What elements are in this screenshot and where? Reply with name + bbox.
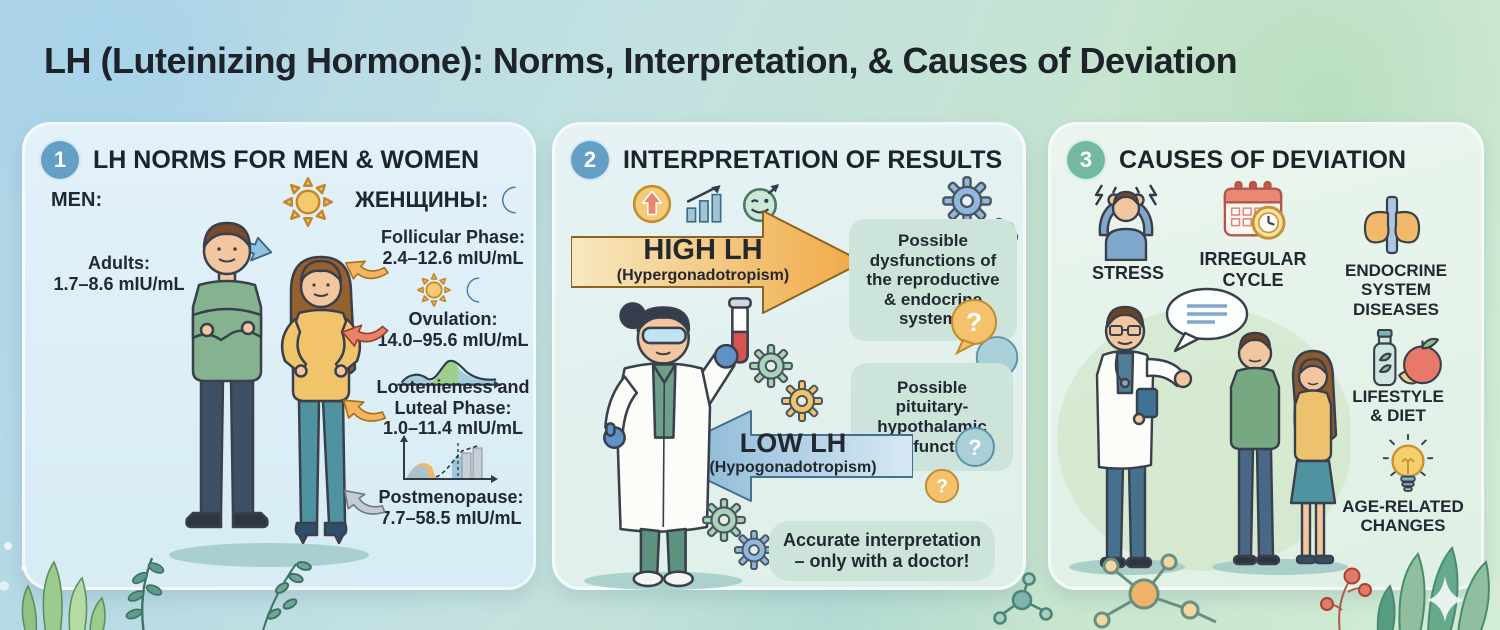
follicular-label: Follicular Phase: <box>380 227 526 247</box>
cause-age-label: AGE-RELATED CHANGES <box>1342 497 1464 536</box>
page-title: LH (Luteinizing Hormone): Norms, Interpr… <box>44 40 1238 81</box>
high-lh-subtitle: (Hypergonadotropism) <box>616 266 790 284</box>
men-adults-norm: Adults: 1.7–8.6 mIU/mL <box>37 253 201 294</box>
luteal-label: Lootenieness and Luteal Phase: <box>376 377 530 418</box>
women-label-row: ЖЕНЩИНЫ: <box>355 185 526 215</box>
cycle-wave-chart-icon <box>397 359 501 389</box>
panel-causes-header: 3 CAUSES OF DEVIATION <box>1065 139 1406 181</box>
postmenopause-value: 7.7–58.5 mIU/mL <box>380 507 522 528</box>
lightbulb-icon <box>1382 434 1434 492</box>
day-night-icons <box>417 273 489 307</box>
ovulation-norm: Ovulation: 14.0–95.6 mIU/mL <box>357 309 549 350</box>
plant-left-decoration <box>0 542 165 630</box>
panel-number-badge: 1 <box>39 139 81 181</box>
luteal-norm: Lootenieness and Luteal Phase: 1.0–11.4 … <box>357 377 549 439</box>
panel-causes: 3 CAUSES OF DEVIATION STRESS <box>1048 122 1484 590</box>
stress-icon <box>1094 184 1158 261</box>
adults-value: 1.7–8.6 mIU/mL <box>53 273 185 294</box>
panel-interpretation-header: 2 INTERPRETATION OF RESULTS <box>569 139 1002 181</box>
adults-label: Adults: <box>88 253 150 273</box>
panel-norms-header: 1 LH NORMS FOR MEN & WOMEN <box>39 139 479 181</box>
high-lh-arrow <box>571 210 864 314</box>
cause-irregular-cycle-label: IRREGULAR CYCLE <box>1199 249 1307 290</box>
logo-diamond <box>1427 576 1464 622</box>
scientist-illustration <box>584 297 752 590</box>
cause-endocrine-label: ENDOCRINE SYSTEM DISEASES <box>1344 261 1447 319</box>
postmenopause-chart-icon <box>400 435 498 483</box>
women-label: ЖЕНЩИНЫ: <box>355 187 489 212</box>
panel-number-badge: 3 <box>1065 139 1107 181</box>
ovulation-label: Ovulation: <box>408 309 498 329</box>
question-circle-teal: ? <box>955 427 995 467</box>
luteal-value: 1.0–11.4 mIU/mL <box>382 418 524 439</box>
panel-norms-title: LH NORMS FOR MEN & WOMEN <box>93 145 480 174</box>
question-mark: ? <box>968 435 981 460</box>
follicular-value: 2.4–12.6 mIU/mL <box>382 247 524 268</box>
moon-small-icon <box>461 276 489 304</box>
panel-number-badge: 2 <box>569 139 611 181</box>
irregular-cycle-icon <box>1223 181 1286 240</box>
increase-icon <box>632 184 672 224</box>
cause-lifestyle-label: LIFESTYLE & DIET <box>1352 387 1444 426</box>
molecule-teal-decoration <box>993 572 1053 625</box>
question-mark: ? <box>936 477 948 498</box>
panel-lh-norms: 1 LH NORMS FOR MEN & WOMEN MEN: Adults: … <box>22 122 536 590</box>
sprig-decoration <box>262 561 312 630</box>
high-lh-label: HIGH LH (Hypergonadotropism) <box>583 234 823 284</box>
low-lh-title: LOW LH <box>739 428 847 458</box>
panel-interpretation: 2 INTERPRETATION OF RESULTS <box>552 122 1026 590</box>
men-label: MEN: <box>51 189 103 211</box>
postmenopause-label: Postmenopause: <box>378 487 524 507</box>
thyroid-icon <box>1363 195 1421 255</box>
plant-right-decoration <box>1320 545 1490 630</box>
lifestyle-diet-icon <box>1373 329 1442 387</box>
doctor-couple-illustration <box>1057 287 1350 575</box>
rising-bar-chart-icon <box>686 185 722 223</box>
question-bubble-orange: ? <box>951 299 997 356</box>
moon-icon <box>496 185 526 215</box>
question-mark: ? <box>966 307 982 337</box>
panel-interpretation-title: INTERPRETATION OF RESULTS <box>623 145 1003 174</box>
low-lh-label: LOW LH (Hypogonadotropism) <box>683 428 903 476</box>
molecule-orange-decoration <box>1093 553 1217 629</box>
low-lh-subtitle: (Hypogonadotropism) <box>709 458 877 476</box>
ovulation-value: 14.0–95.6 mIU/mL <box>377 329 529 350</box>
man-woman-illustration <box>169 221 369 567</box>
doctor-note-box: Accurate interpretation – only with a do… <box>769 521 995 581</box>
cause-stress-label: STRESS <box>1091 263 1165 283</box>
panel-causes-title: CAUSES OF DEVIATION <box>1119 145 1407 174</box>
high-lh-outcome-box: Possible dysfunctions of the reproductiv… <box>849 219 1017 341</box>
postmenopause-norm: Postmenopause: 7.7–58.5 mIU/mL <box>353 487 549 528</box>
high-lh-title: HIGH LH <box>643 234 763 266</box>
follicular-norm: Follicular Phase: 2.4–12.6 mIU/mL <box>357 227 549 268</box>
question-circle-orange: ? <box>924 468 960 504</box>
sun-small-icon <box>417 273 451 307</box>
